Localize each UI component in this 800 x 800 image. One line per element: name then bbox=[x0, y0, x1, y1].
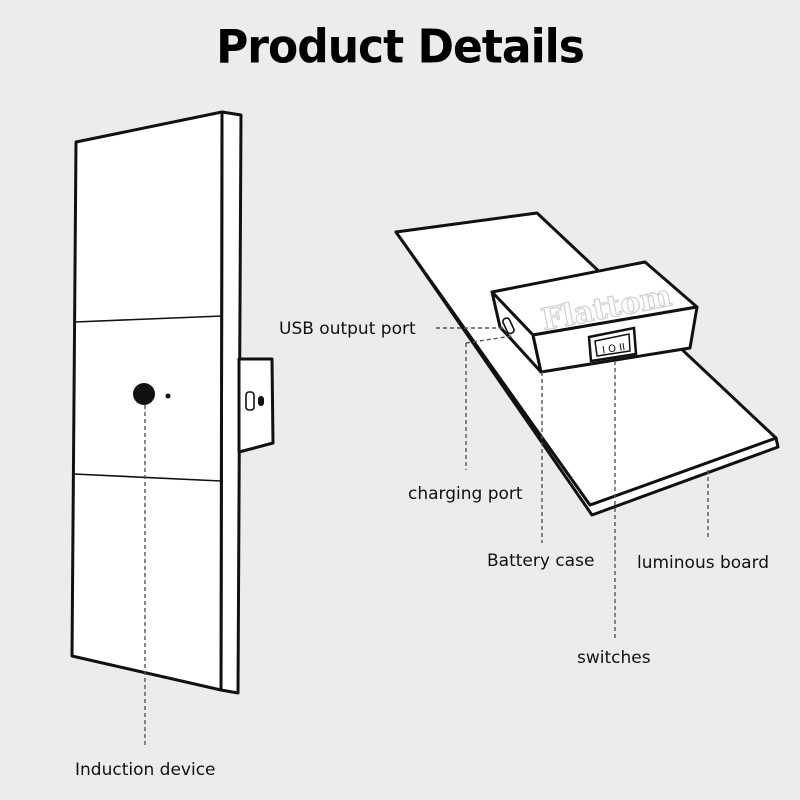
side-switch-icon bbox=[258, 396, 264, 406]
label-luminous-board: luminous board bbox=[637, 553, 769, 573]
vertical-panel bbox=[70, 110, 275, 695]
indicator-dot-icon bbox=[165, 393, 171, 399]
side-battery-box bbox=[237, 357, 275, 454]
label-charging-port: charging port bbox=[408, 484, 523, 504]
label-induction-device: Induction device bbox=[75, 760, 216, 780]
leader-lines bbox=[144, 327, 709, 748]
panel-divider-top bbox=[74, 315, 223, 323]
luminous-board-assembly: I O II Flattom bbox=[394, 211, 780, 517]
label-switches: switches bbox=[577, 648, 651, 668]
induction-sensor-icon bbox=[133, 383, 155, 405]
page-title: Product Details bbox=[216, 20, 585, 75]
panel-divider-bottom bbox=[73, 473, 222, 482]
usb-port-icon bbox=[502, 317, 515, 335]
switch-rocker bbox=[594, 333, 631, 357]
switch-markings: I O II bbox=[601, 342, 626, 356]
label-usb-output-port: USB output port bbox=[279, 319, 416, 339]
label-battery-case: Battery case bbox=[487, 551, 594, 571]
side-usb-port-icon bbox=[245, 391, 255, 411]
leader-charging-h bbox=[465, 335, 513, 344]
